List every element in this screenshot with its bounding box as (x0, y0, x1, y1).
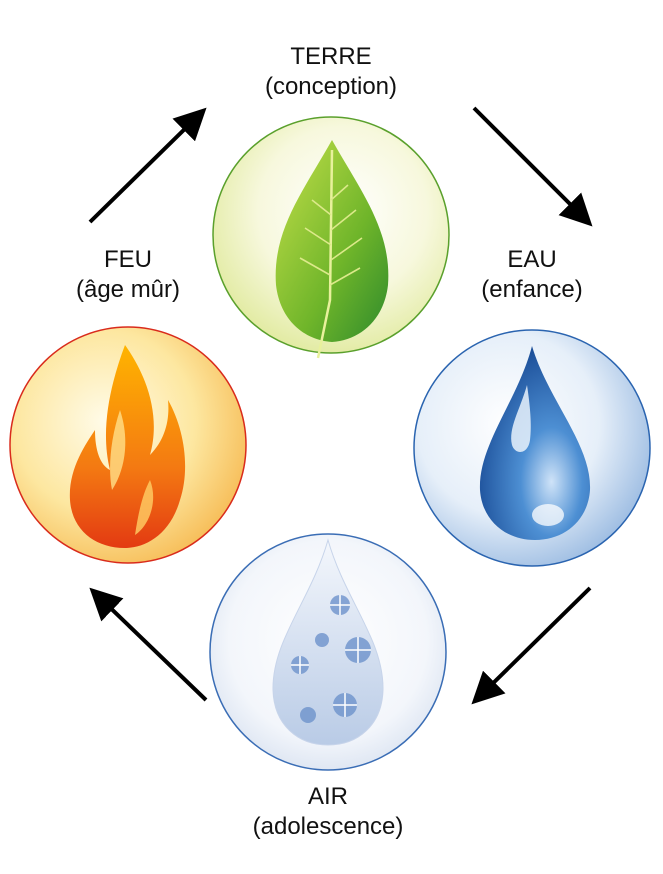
flame-icon (69, 345, 186, 548)
terre-node (212, 116, 450, 359)
leaf-icon (275, 140, 389, 359)
eau-name: EAU (507, 246, 557, 273)
terre-label: TERRE (conception) (211, 42, 451, 102)
eau-stage: (enfance) (481, 276, 583, 303)
air-stage: (adolescence) (252, 813, 404, 840)
feu-stage: (âge mûr) (75, 276, 181, 303)
feu-node (9, 326, 247, 564)
terre-name: TERRE (290, 43, 372, 70)
water-drop-icon (479, 346, 591, 540)
snowflake-drop-icon (272, 538, 384, 746)
arrow-terre-to-eau (472, 106, 593, 227)
feu-name: FEU (104, 246, 152, 273)
feu-label: FEU (âge mûr) (8, 245, 248, 305)
arrow-air-to-feu (89, 587, 208, 702)
arrow-eau-to-air (471, 586, 592, 705)
air-name: AIR (307, 783, 348, 810)
eau-label: EAU (enfance) (412, 245, 652, 305)
air-node (209, 533, 447, 771)
arrow-feu-to-terre (88, 107, 207, 224)
eau-node (413, 329, 651, 567)
terre-stage: (conception) (264, 73, 398, 100)
air-label: AIR (adolescence) (208, 782, 448, 842)
